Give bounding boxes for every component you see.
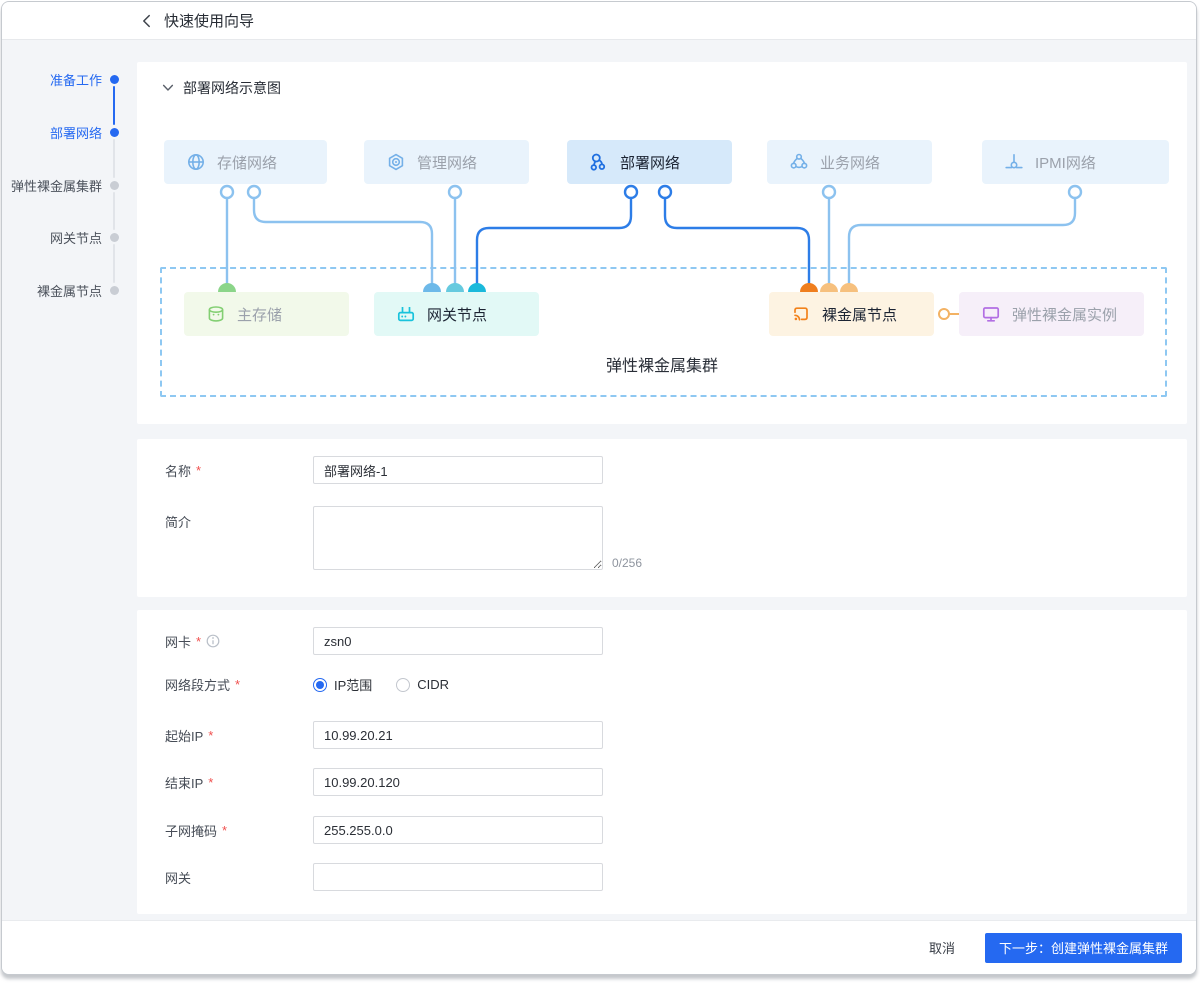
back-button[interactable] <box>138 12 156 30</box>
end-ip-input[interactable] <box>313 768 603 796</box>
required-marker: * <box>208 774 214 790</box>
ipmi-port-icon <box>1005 154 1023 169</box>
subnet-mask-row: 子网掩码 * <box>165 816 1159 844</box>
cluster-label: 弹性裸金属集群 <box>605 358 718 375</box>
intro-row: 简介 0/256 <box>165 506 1159 570</box>
network-config-card: 网卡 * 网络段方式 * <box>137 610 1187 914</box>
wizard-stepper: 准备工作 部署网络 弹性裸金属集群 网关节点 裸金属节点 <box>2 40 137 920</box>
step-dot <box>110 127 119 137</box>
router-icon <box>397 307 415 322</box>
step-dot <box>110 232 119 242</box>
start-ip-row: 起始IP * <box>165 721 1159 749</box>
node-card-baremetal: 裸金属节点 <box>769 292 934 336</box>
cluster-boundary <box>160 267 1167 397</box>
step-baremetal-node: 裸金属节点 <box>37 282 119 299</box>
intro-label: 简介 <box>165 515 192 530</box>
required-marker: * <box>196 633 202 649</box>
nic-input[interactable] <box>313 627 603 655</box>
info-icon[interactable] <box>206 634 220 648</box>
gateway-row: 网关 <box>165 863 1159 891</box>
nic-label: 网卡 <box>165 634 192 650</box>
step-dot <box>110 285 119 295</box>
step-connector <box>113 86 115 125</box>
step-prepare: 准备工作 <box>50 71 119 88</box>
cast-icon <box>794 307 808 321</box>
intro-textarea[interactable] <box>313 506 603 570</box>
node-card-primary-storage: 主存储 <box>184 292 349 336</box>
next-step-button[interactable]: 下一步：创建弹性裸金属集群 <box>984 932 1182 963</box>
top-bar: 快速使用向导 <box>2 2 1196 40</box>
network-card-management: 管理网络 <box>364 140 529 184</box>
name-label: 名称 <box>165 463 192 479</box>
step-gateway-node: 网关节点 <box>50 229 119 246</box>
radio-ip-range[interactable]: IP范围 <box>313 675 372 694</box>
globe-icon <box>188 154 204 170</box>
required-marker: * <box>196 462 202 478</box>
gateway-input[interactable] <box>313 863 603 891</box>
step-deploy-network: 部署网络 <box>50 124 119 141</box>
page-title: 快速使用向导 <box>164 13 255 30</box>
node-card-gateway: 网关节点 <box>374 292 539 336</box>
start-ip-input[interactable] <box>313 721 603 749</box>
step-dot <box>110 180 119 190</box>
required-marker: * <box>208 727 214 743</box>
diagram-section-title: 部署网络示意图 <box>183 80 281 96</box>
step-elastic-cluster: 弹性裸金属集群 <box>11 177 119 194</box>
footer-bar: 取消 下一步：创建弹性裸金属集群 <box>2 920 1196 974</box>
network-nodes-icon <box>590 153 606 171</box>
step-connector <box>113 192 115 230</box>
end-ip-row: 结束IP * <box>165 768 1159 796</box>
network-diagram-card: 部署网络示意图 弹性裸金属集群 存储网络 管理网络 <box>137 62 1187 424</box>
chevron-down-icon <box>162 84 174 91</box>
radio-unselected-icon <box>396 677 411 692</box>
subnet-mask-label: 子网掩码 <box>165 823 218 839</box>
required-marker: * <box>222 822 228 838</box>
required-marker: * <box>235 677 241 692</box>
end-ip-label: 结束IP <box>165 775 204 791</box>
chevron-left-icon <box>143 14 150 27</box>
step-connector <box>113 139 115 178</box>
hexnut-icon <box>388 153 404 171</box>
step-connector <box>113 244 115 283</box>
database-icon <box>208 306 224 322</box>
radio-cidr[interactable]: CIDR <box>396 677 449 692</box>
name-input[interactable] <box>313 456 603 484</box>
content-area: 准备工作 部署网络 弹性裸金属集群 网关节点 裸金属节点 <box>2 40 1196 920</box>
step-dot <box>110 74 119 84</box>
segment-mode-label: 网络段方式 <box>165 678 231 693</box>
cancel-button[interactable]: 取消 <box>923 937 961 958</box>
network-card-ipmi: IPMI网络 <box>982 140 1169 184</box>
segment-mode-row: 网络段方式 * IP范围 CIDR <box>165 675 1159 694</box>
diagram-section-toggle[interactable]: 部署网络示意图 <box>162 78 281 98</box>
nic-row: 网卡 * <box>165 627 1159 655</box>
monitor-icon <box>982 307 1000 322</box>
radio-selected-icon <box>313 677 327 692</box>
name-row: 名称 * <box>165 456 1159 484</box>
node-card-instance: 弹性裸金属实例 <box>959 292 1144 336</box>
cluster-icon <box>790 153 808 169</box>
start-ip-label: 起始IP <box>165 728 204 744</box>
network-card-storage: 存储网络 <box>164 140 327 184</box>
char-counter: 0/256 <box>612 556 643 570</box>
basic-info-card: 名称 * 简介 0/256 <box>137 439 1187 597</box>
subnet-mask-input[interactable] <box>313 816 603 844</box>
network-card-business: 业务网络 <box>767 140 932 184</box>
gateway-label: 网关 <box>165 870 192 886</box>
network-card-deployment: 部署网络 <box>567 140 732 184</box>
